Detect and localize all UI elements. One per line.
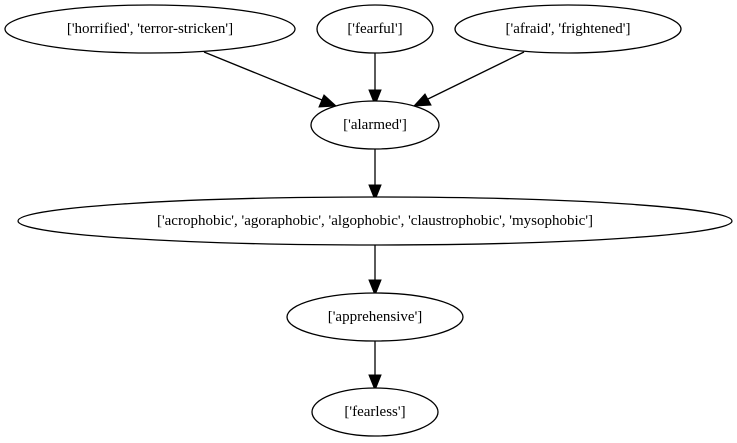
edge-apprehensive-to-fearless (368, 341, 382, 392)
node-alarmed: ['alarmed'] (310, 100, 440, 150)
node-horrified: ['horrified', 'terror-stricken'] (4, 4, 296, 54)
node-phobic: ['acrophobic', 'agoraphobic', 'algophobi… (17, 196, 733, 246)
node-label-fearless: ['fearless'] (344, 404, 405, 420)
edge-horrified-to-alarmed (203, 51, 338, 108)
node-afraid: ['afraid', 'frightened'] (454, 4, 682, 54)
edges-layer (203, 51, 525, 392)
node-label-afraid: ['afraid', 'frightened'] (506, 21, 631, 37)
node-label-horrified: ['horrified', 'terror-stricken'] (67, 21, 233, 37)
node-label-fearful: ['fearful'] (347, 21, 402, 37)
edge-phobic-to-apprehensive (368, 245, 382, 297)
node-apprehensive: ['apprehensive'] (286, 292, 464, 342)
node-fearless: ['fearless'] (311, 387, 439, 437)
node-label-alarmed: ['alarmed'] (343, 117, 407, 133)
edge-alarmed-to-phobic (368, 149, 382, 202)
node-label-apprehensive: ['apprehensive'] (328, 309, 423, 325)
nodes-layer: ['horrified', 'terror-stricken'] ['fearf… (4, 4, 733, 437)
node-label-phobic: ['acrophobic', 'agoraphobic', 'algophobi… (157, 213, 593, 229)
edge-fearful-to-alarmed (368, 53, 382, 107)
node-fearful: ['fearful'] (316, 4, 434, 54)
edge-afraid-to-alarmed (412, 51, 525, 107)
